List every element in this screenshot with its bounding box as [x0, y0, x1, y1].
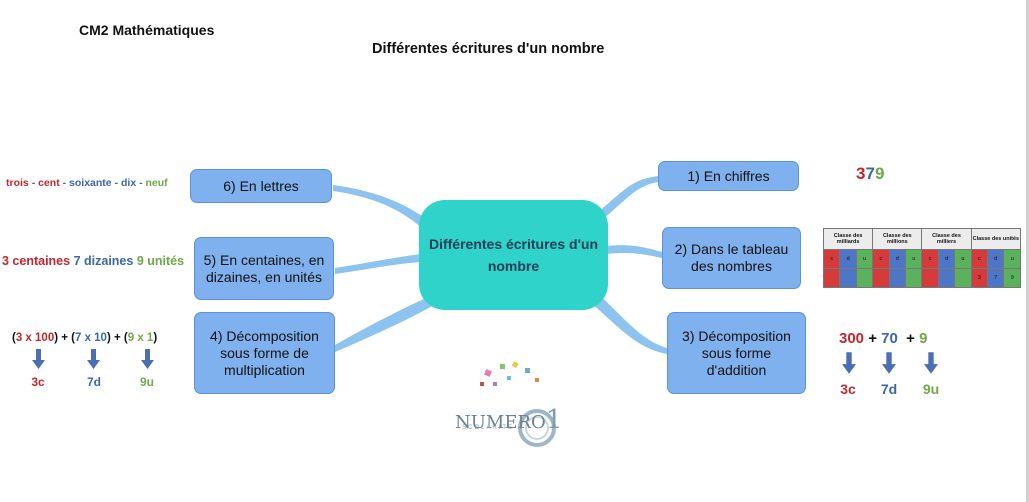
table-cell — [839, 268, 857, 288]
example-en-lettres: trois - cent - soixante - dix - neuf — [6, 177, 168, 189]
table-value-row: 3 7 9 — [822, 268, 1021, 288]
add-term-2: 70 — [881, 330, 898, 347]
connector-6 — [333, 185, 428, 228]
col-c: c — [822, 249, 841, 269]
add-label-c: 3c — [840, 381, 856, 397]
col-c: c — [970, 249, 989, 269]
col-c: c — [872, 249, 890, 269]
word-cent: cent — [38, 177, 60, 189]
col-c: c — [921, 249, 939, 269]
table-cell — [954, 268, 972, 288]
logo-subtitle: SCOLARITE — [462, 425, 515, 431]
table-cell — [872, 268, 890, 288]
col-d: d — [839, 249, 857, 269]
class-millions: Classe des millions — [872, 228, 923, 250]
col-u: u — [954, 249, 972, 269]
table-cell — [921, 268, 939, 288]
dash-separator: - — [62, 177, 67, 189]
example-addition: 300 + 70 + 9 — [839, 330, 927, 347]
center-node: Différentes écritures d'un nombre — [419, 200, 608, 310]
word-dix: dix — [121, 177, 137, 189]
mult-term-1: 3 x 100 — [15, 332, 55, 344]
arrow-down-icon — [87, 349, 100, 369]
table-letters-row: c d u c d u c d u c d u — [822, 249, 1021, 269]
page-title: Différentes écritures d'un nombre — [372, 41, 605, 57]
logo-name: NUMERO — [455, 412, 546, 433]
add-label-u: 9u — [922, 381, 940, 397]
arrow-down-icon — [842, 352, 856, 374]
logo-confetti — [480, 361, 539, 386]
node-decomposition-multiplication: 4) Décomposition sous forme de multiplic… — [194, 312, 335, 394]
example-en-chiffres: 379 — [856, 164, 884, 184]
table-cell — [855, 268, 874, 288]
col-u: u — [1003, 249, 1021, 269]
dash-separator: - — [139, 177, 143, 189]
example-multiplication: (3 x 100) + (7 x 10) + (9 x 1) — [12, 332, 158, 344]
centaines-text: 3 centaines — [2, 254, 71, 268]
table-cell: 3 — [970, 268, 989, 288]
mult-term-3: 9 x 1 — [127, 332, 154, 344]
table-cell — [905, 268, 923, 288]
digit-tens: 7 — [865, 164, 875, 183]
node-en-lettres: 6) En lettres — [190, 169, 332, 203]
col-d: d — [888, 249, 907, 269]
connector-1 — [598, 176, 658, 220]
right-border — [1026, 0, 1029, 502]
class-unites: Classe des unités — [970, 228, 1022, 250]
table-cell — [937, 268, 956, 288]
node-en-chiffres: 1) En chiffres — [658, 161, 799, 191]
logo-wordmark: NUMERO1 — [455, 405, 562, 435]
col-d: d — [937, 249, 956, 269]
connector-5 — [335, 254, 421, 274]
unites-text: 9 unités — [136, 254, 185, 268]
logo-digit: 1 — [545, 405, 563, 435]
connector-2 — [606, 245, 662, 258]
word-trois: trois — [6, 177, 29, 189]
numero1-logo — [480, 361, 556, 447]
add-term-3: 9 — [919, 330, 928, 347]
mult-label-u: 9u — [139, 375, 154, 389]
word-neuf: neuf — [145, 177, 168, 189]
col-d: d — [987, 249, 1005, 269]
table-cell — [822, 268, 841, 288]
dash-separator: - — [114, 177, 119, 189]
node-centaines-dizaines-unites: 5) En centaines, en dizaines, en unités — [194, 237, 334, 300]
table-header-row: Classe des milliards Classe des millions… — [822, 228, 1022, 250]
node-tableau-des-nombres: 2) Dans le tableau des nombres — [662, 227, 801, 289]
node-decomposition-addition: 3) Décomposition sous forme d'addition — [667, 312, 806, 394]
col-u: u — [905, 249, 923, 269]
plus-sign: + — [906, 330, 915, 347]
word-soixante: soixante — [69, 177, 112, 189]
table-cell: 7 — [987, 268, 1005, 288]
arrow-down-icon — [141, 349, 154, 369]
plus-sign: + — [868, 330, 877, 347]
subject-title: CM2 Mathématiques — [79, 22, 215, 38]
add-term-1: 300 — [839, 330, 865, 347]
digit-hundreds: 3 — [856, 164, 866, 183]
table-cell: 9 — [1003, 268, 1021, 288]
arrow-down-icon — [32, 349, 45, 369]
class-milliards: Classe des milliards — [822, 228, 874, 250]
mult-label-d: 7d — [86, 375, 101, 389]
example-cdu: 3 centaines 7 dizaines 9 unités — [2, 254, 184, 268]
mult-term-2: 7 x 10 — [74, 332, 107, 344]
table-cell — [888, 268, 907, 288]
number-table: Classe des milliards Classe des millions… — [822, 228, 1022, 288]
class-milliers: Classe des milliers — [921, 228, 972, 250]
arrow-down-icon — [882, 352, 896, 374]
connector-3 — [590, 292, 667, 354]
arrow-down-icon — [924, 352, 938, 374]
col-u: u — [855, 249, 874, 269]
add-label-d: 7d — [880, 381, 898, 397]
dizaines-text: 7 dizaines — [73, 254, 134, 268]
connector-4 — [335, 296, 436, 352]
dash-separator: - — [31, 177, 36, 189]
digit-units: 9 — [874, 164, 885, 183]
mult-label-c: 3c — [31, 375, 45, 389]
